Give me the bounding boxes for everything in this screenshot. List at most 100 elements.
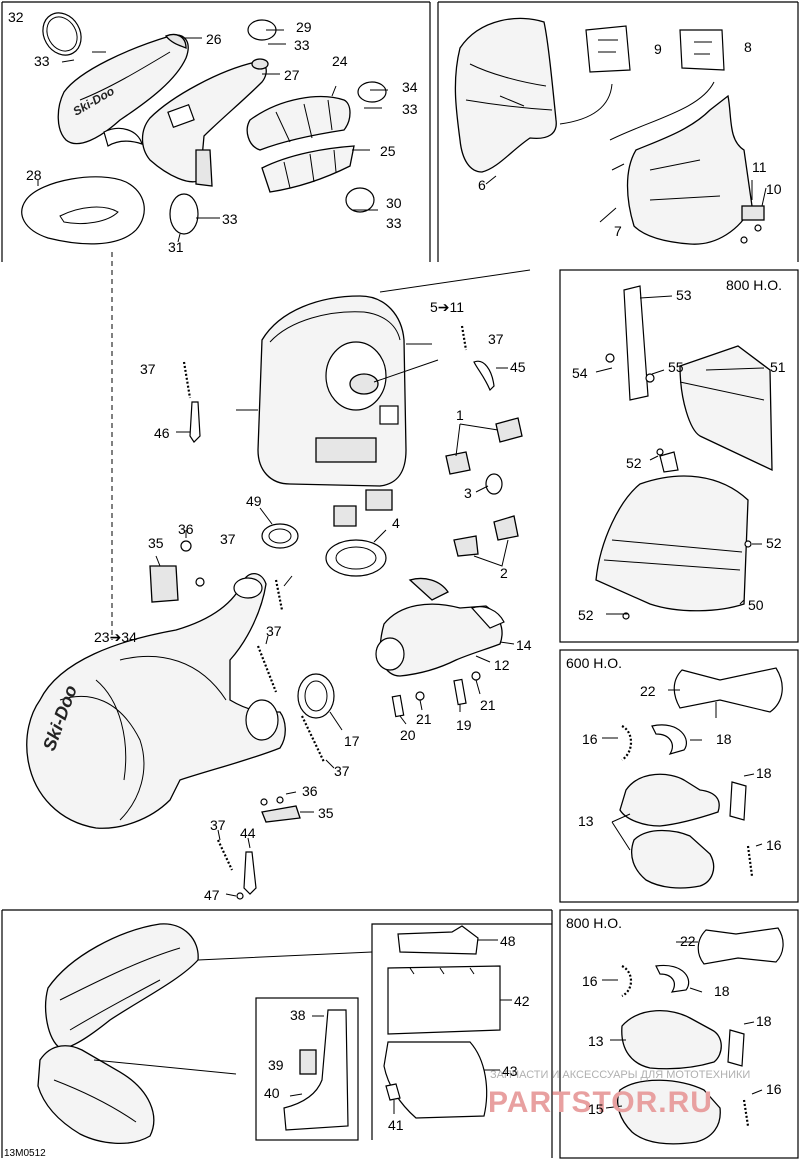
shield-48	[397, 925, 479, 955]
label-18: 18	[716, 731, 732, 747]
label-35: 35	[318, 805, 334, 821]
rod-46	[189, 401, 201, 443]
label-12: 12	[494, 657, 510, 673]
label-37: 37	[140, 361, 156, 377]
label-27: 27	[284, 67, 300, 83]
clip-2-b	[453, 535, 479, 557]
label-13: 13	[588, 1033, 604, 1049]
label-20: 20	[400, 727, 416, 743]
label-9	[585, 25, 631, 73]
clamp-18-c	[655, 964, 690, 993]
pipe-13-a	[619, 773, 720, 827]
label-52: 52	[626, 455, 642, 471]
heat-shield-24	[246, 95, 351, 151]
bracket-45	[473, 360, 495, 392]
pipe-15	[617, 1079, 721, 1145]
label-28: 28	[26, 167, 42, 183]
bracket-35-b	[261, 805, 301, 823]
spring-16-c	[621, 965, 633, 997]
label-21: 21	[480, 697, 496, 713]
label-40: 40	[264, 1085, 280, 1101]
label-43: 43	[502, 1063, 518, 1079]
part-labels: 32 33 26 29 33 27 24 34 33 25 28 30 33 3…	[4, 9, 786, 1159]
clamp-30	[345, 187, 375, 213]
label-29: 29	[296, 19, 312, 35]
label-54: 54	[572, 365, 588, 381]
label-25: 25	[380, 143, 396, 159]
label-47: 47	[204, 887, 220, 903]
label-44: 44	[240, 825, 256, 841]
label-33: 33	[222, 211, 238, 227]
watermark-line1: ЗАПЧАСТИ И АКСЕССУАРЫ ДЛЯ МОТОТЕХНИКИ	[490, 1069, 750, 1081]
spring-16-a	[621, 725, 633, 761]
label-18: 18	[756, 765, 772, 781]
label-22: 22	[640, 683, 656, 699]
clamp-18-a	[651, 724, 688, 755]
label-33: 33	[402, 101, 418, 117]
clip-2-a	[493, 515, 519, 541]
label-17: 17	[344, 733, 360, 749]
watermark-line2: PARTSTOR.RU	[488, 1086, 713, 1119]
label-45: 45	[510, 359, 526, 375]
plate-40	[299, 1049, 317, 1075]
label-11: 11	[752, 159, 767, 175]
shield-42	[387, 965, 501, 1035]
label-6: 6	[478, 177, 486, 193]
spring-16-d	[742, 1099, 750, 1127]
label-10: 10	[766, 181, 782, 197]
label-50: 50	[748, 597, 764, 613]
label-2: 2	[500, 565, 508, 581]
label-16: 16	[766, 1081, 782, 1097]
bottom-cover-upper	[45, 923, 199, 1049]
label-8	[679, 29, 725, 71]
spring-37-a	[182, 361, 192, 399]
top-left-group: Ski-Doo	[21, 12, 388, 245]
label-37: 37	[266, 623, 282, 639]
label-22: 22	[680, 933, 696, 949]
label-19: 19	[456, 717, 472, 733]
label-34: 34	[402, 79, 418, 95]
label-46: 46	[154, 425, 170, 441]
panel-title-600ho: 600 H.O.	[566, 655, 622, 671]
label-23-34: 23➔34	[94, 629, 137, 645]
label-48: 48	[500, 933, 516, 949]
muffler-shell-27	[141, 61, 267, 183]
label-37: 37	[488, 331, 504, 347]
label-53: 53	[676, 287, 692, 303]
label-4: 4	[392, 515, 400, 531]
label-52: 52	[578, 607, 594, 623]
label-33: 33	[34, 53, 50, 69]
label-30: 30	[386, 195, 402, 211]
label-3: 3	[464, 485, 472, 501]
label-42: 42	[514, 993, 530, 1009]
label-1: 1	[456, 407, 464, 423]
inset-38-40	[255, 997, 359, 1141]
watermark: ЗАПЧАСТИ И АКСЕССУАРЫ ДЛЯ МОТОТЕХНИКИ PA…	[488, 1069, 750, 1119]
panel-600ho-parts	[602, 667, 783, 889]
label-31: 31	[168, 239, 184, 255]
label-16: 16	[582, 973, 598, 989]
label-36: 36	[178, 521, 194, 537]
clamp-31	[169, 193, 199, 235]
clamp-18-b	[729, 781, 747, 821]
label-5-11: 5➔11	[430, 299, 464, 315]
muffler-23-34	[26, 573, 286, 829]
label-37: 37	[220, 531, 236, 547]
shield-50	[595, 475, 749, 612]
ring-17	[297, 673, 335, 719]
center-group: Ski-Doo	[26, 252, 531, 900]
panel-title-800ho-top: 800 H.O.	[726, 277, 782, 293]
label-37: 37	[334, 763, 350, 779]
label-14: 14	[516, 637, 532, 653]
label-9: 9	[654, 41, 662, 57]
bottom-cover-lower	[37, 1045, 155, 1145]
label-16: 16	[766, 837, 782, 853]
label-37: 37	[210, 817, 226, 833]
spring-37-f	[217, 839, 233, 871]
gasket-22-b	[697, 927, 784, 965]
clamp-18-d	[727, 1029, 745, 1067]
panel-800ho-bottom-parts	[602, 927, 784, 1145]
shield-43	[383, 1041, 488, 1119]
ring-49	[261, 523, 299, 549]
